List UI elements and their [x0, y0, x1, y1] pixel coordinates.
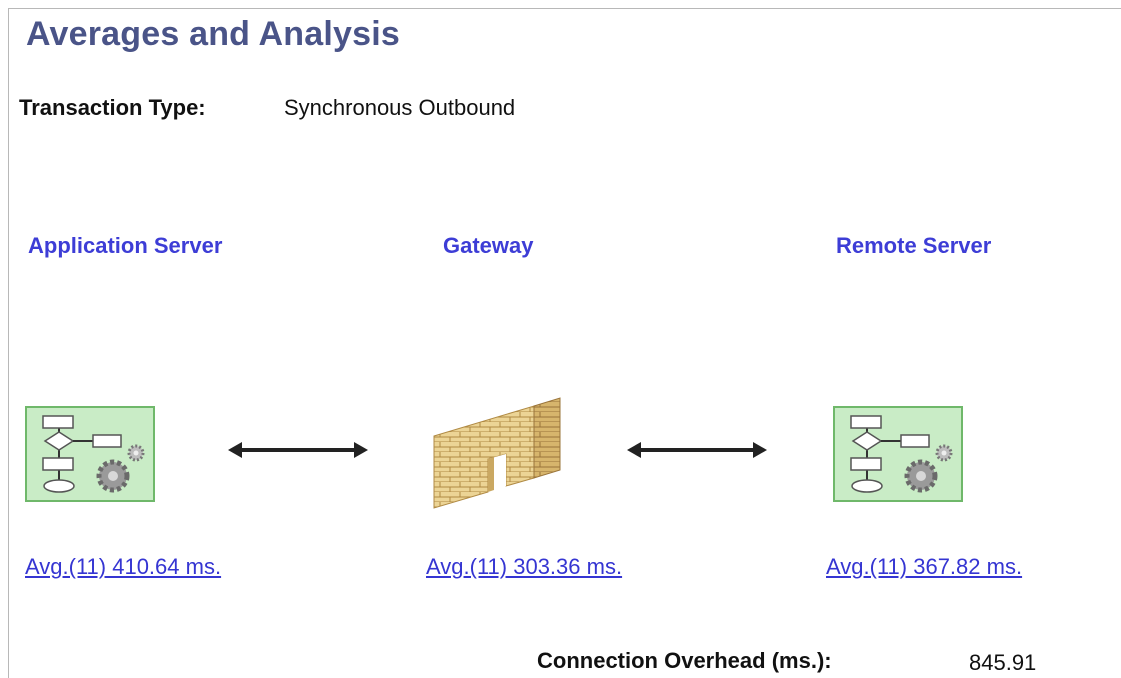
frame-top-border: [8, 8, 1121, 9]
gateway-header: Gateway: [443, 233, 534, 258]
app-server-flowchart-icon: [25, 406, 155, 507]
transaction-type-value: Synchronous Outbound: [284, 95, 516, 120]
double-arrow-icon: [228, 440, 368, 465]
remote-server-header: Remote Server: [836, 233, 992, 258]
page-title: Averages and Analysis: [26, 15, 400, 53]
double-arrow-icon: [627, 440, 767, 465]
app-server-avg-link[interactable]: Avg.(11) 410.64 ms.: [25, 554, 222, 579]
connection-overhead-label: Connection Overhead (ms.):: [537, 648, 832, 673]
application-server-header: Application Server: [28, 233, 223, 258]
frame-left-border: [8, 8, 9, 678]
remote-server-flowchart-icon: [833, 406, 963, 507]
remote-server-avg-link[interactable]: Avg.(11) 367.82 ms.: [826, 554, 1023, 579]
connection-overhead-value: 845.91: [969, 650, 1037, 675]
transaction-type-label: Transaction Type:: [19, 95, 206, 120]
gateway-avg-link[interactable]: Avg.(11) 303.36 ms.: [426, 554, 623, 579]
gateway-brick-wall-icon: [430, 392, 564, 517]
